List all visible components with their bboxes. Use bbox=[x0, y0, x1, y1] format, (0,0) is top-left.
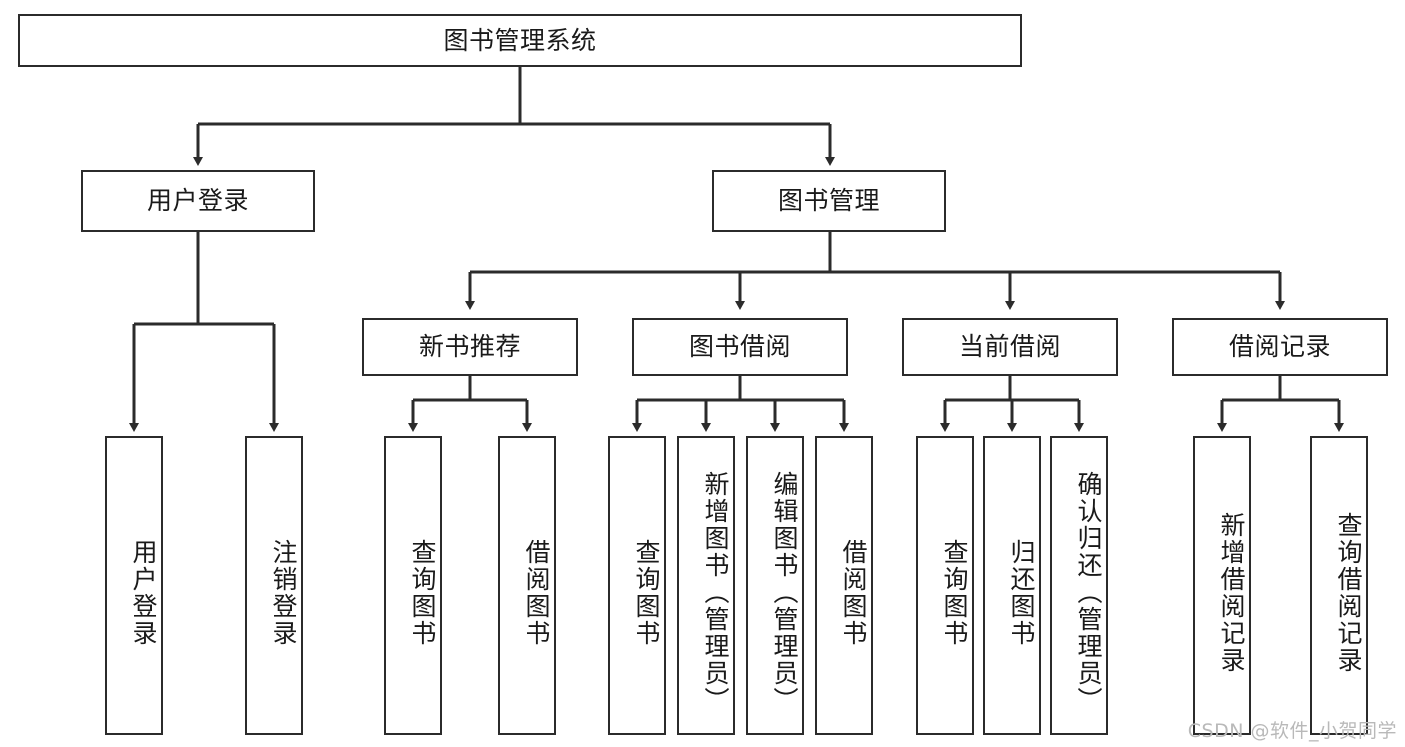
leaf-borrow-query-book[interactable]: 查询图书 bbox=[608, 436, 666, 735]
leaf-label: 查询借阅记录 bbox=[1334, 511, 1363, 674]
node-current-borrow[interactable]: 当前借阅 bbox=[902, 318, 1118, 376]
node-new-book-recommend[interactable]: 新书推荐 bbox=[362, 318, 578, 376]
node-book-management[interactable]: 图书管理 bbox=[712, 170, 946, 232]
leaf-label: 新增借阅记录 bbox=[1217, 511, 1246, 674]
leaf-label: 查询图书 bbox=[940, 538, 969, 647]
leaf-label: 新增图书（管理员） bbox=[701, 471, 730, 714]
node-root-system[interactable]: 图书管理系统 bbox=[18, 14, 1022, 67]
leaf-borrow-borrow-book[interactable]: 借阅图书 bbox=[815, 436, 873, 735]
leaf-recommend-borrow-book[interactable]: 借阅图书 bbox=[498, 436, 556, 735]
leaf-label: 归还图书 bbox=[1007, 538, 1036, 647]
leaf-current-query-book[interactable]: 查询图书 bbox=[916, 436, 974, 735]
leaf-label: 查询图书 bbox=[632, 538, 661, 647]
node-user-login[interactable]: 用户登录 bbox=[81, 170, 315, 232]
leaf-current-return-book[interactable]: 归还图书 bbox=[983, 436, 1041, 735]
leaf-label: 借阅图书 bbox=[839, 538, 868, 647]
leaf-current-confirm-return[interactable]: 确认归还（管理员） bbox=[1050, 436, 1108, 735]
leaf-label: 借阅图书 bbox=[522, 538, 551, 647]
leaf-label: 用户登录 bbox=[129, 538, 158, 647]
leaf-user-login-signin[interactable]: 用户登录 bbox=[105, 436, 163, 735]
node-borrow-record[interactable]: 借阅记录 bbox=[1172, 318, 1388, 376]
leaf-label: 注销登录 bbox=[269, 538, 298, 647]
leaf-record-query-record[interactable]: 查询借阅记录 bbox=[1310, 436, 1368, 735]
leaf-borrow-edit-book[interactable]: 编辑图书（管理员） bbox=[746, 436, 804, 735]
leaf-user-login-signout[interactable]: 注销登录 bbox=[245, 436, 303, 735]
leaf-label: 查询图书 bbox=[408, 538, 437, 647]
leaf-label: 确认归还（管理员） bbox=[1074, 471, 1103, 714]
leaf-label: 编辑图书（管理员） bbox=[770, 471, 799, 714]
leaf-record-add-record[interactable]: 新增借阅记录 bbox=[1193, 436, 1251, 735]
leaf-recommend-query-book[interactable]: 查询图书 bbox=[384, 436, 442, 735]
leaf-borrow-add-book[interactable]: 新增图书（管理员） bbox=[677, 436, 735, 735]
node-book-borrow[interactable]: 图书借阅 bbox=[632, 318, 848, 376]
